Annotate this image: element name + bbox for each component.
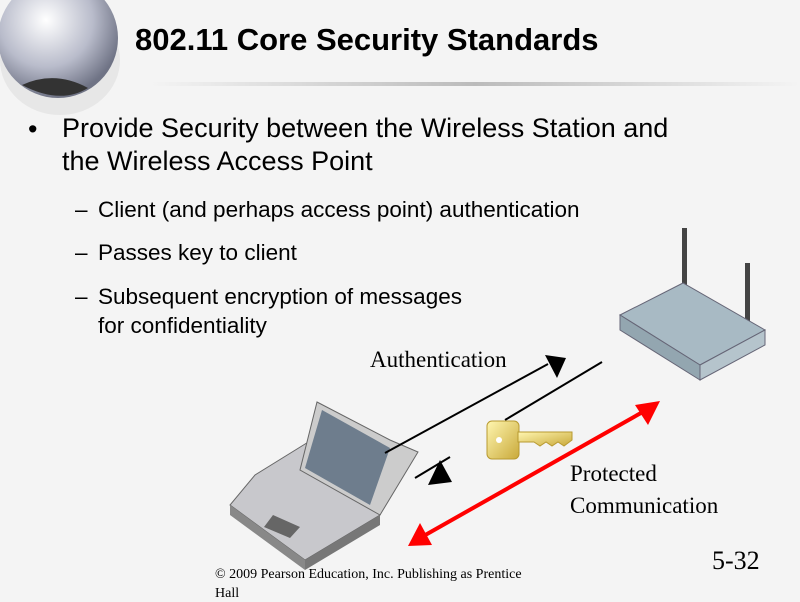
- bullet-line-1: Provide Security between the Wireless St…: [62, 113, 669, 143]
- protected-communication-arrow: [408, 401, 660, 546]
- authentication-label: Authentication: [370, 347, 507, 372]
- subbullet-1: Client (and perhaps access point) authen…: [98, 197, 580, 222]
- subbullet-2: Passes key to client: [98, 240, 297, 265]
- bullet-line-2: the Wireless Access Point: [62, 146, 373, 176]
- dash: –: [75, 284, 88, 309]
- copyright-footer: © 2009 Pearson Education, Inc. Publishin…: [215, 567, 522, 582]
- dash: –: [75, 240, 88, 265]
- authentication-arrow: [384, 355, 566, 454]
- protected-label: Protected: [570, 461, 657, 486]
- laptop-icon: [229, 401, 419, 570]
- subbullet-3-continued: for confidentiality: [98, 313, 267, 338]
- dash: –: [75, 197, 88, 222]
- page-number: 5-32: [712, 546, 760, 575]
- slide-title: 802.11 Core Security Standards: [135, 22, 599, 57]
- title-underline: [150, 82, 800, 86]
- key-return-arrow: [414, 361, 603, 485]
- key-icon: [486, 420, 573, 460]
- communication-label: Communication: [570, 493, 719, 518]
- access-point-icon: [618, 228, 767, 381]
- copyright-footer-continued: Hall: [215, 586, 240, 601]
- globe-logo: [0, 0, 120, 115]
- bullet-dot: •: [28, 114, 38, 144]
- subbullet-3: Subsequent encryption of messages: [98, 284, 462, 309]
